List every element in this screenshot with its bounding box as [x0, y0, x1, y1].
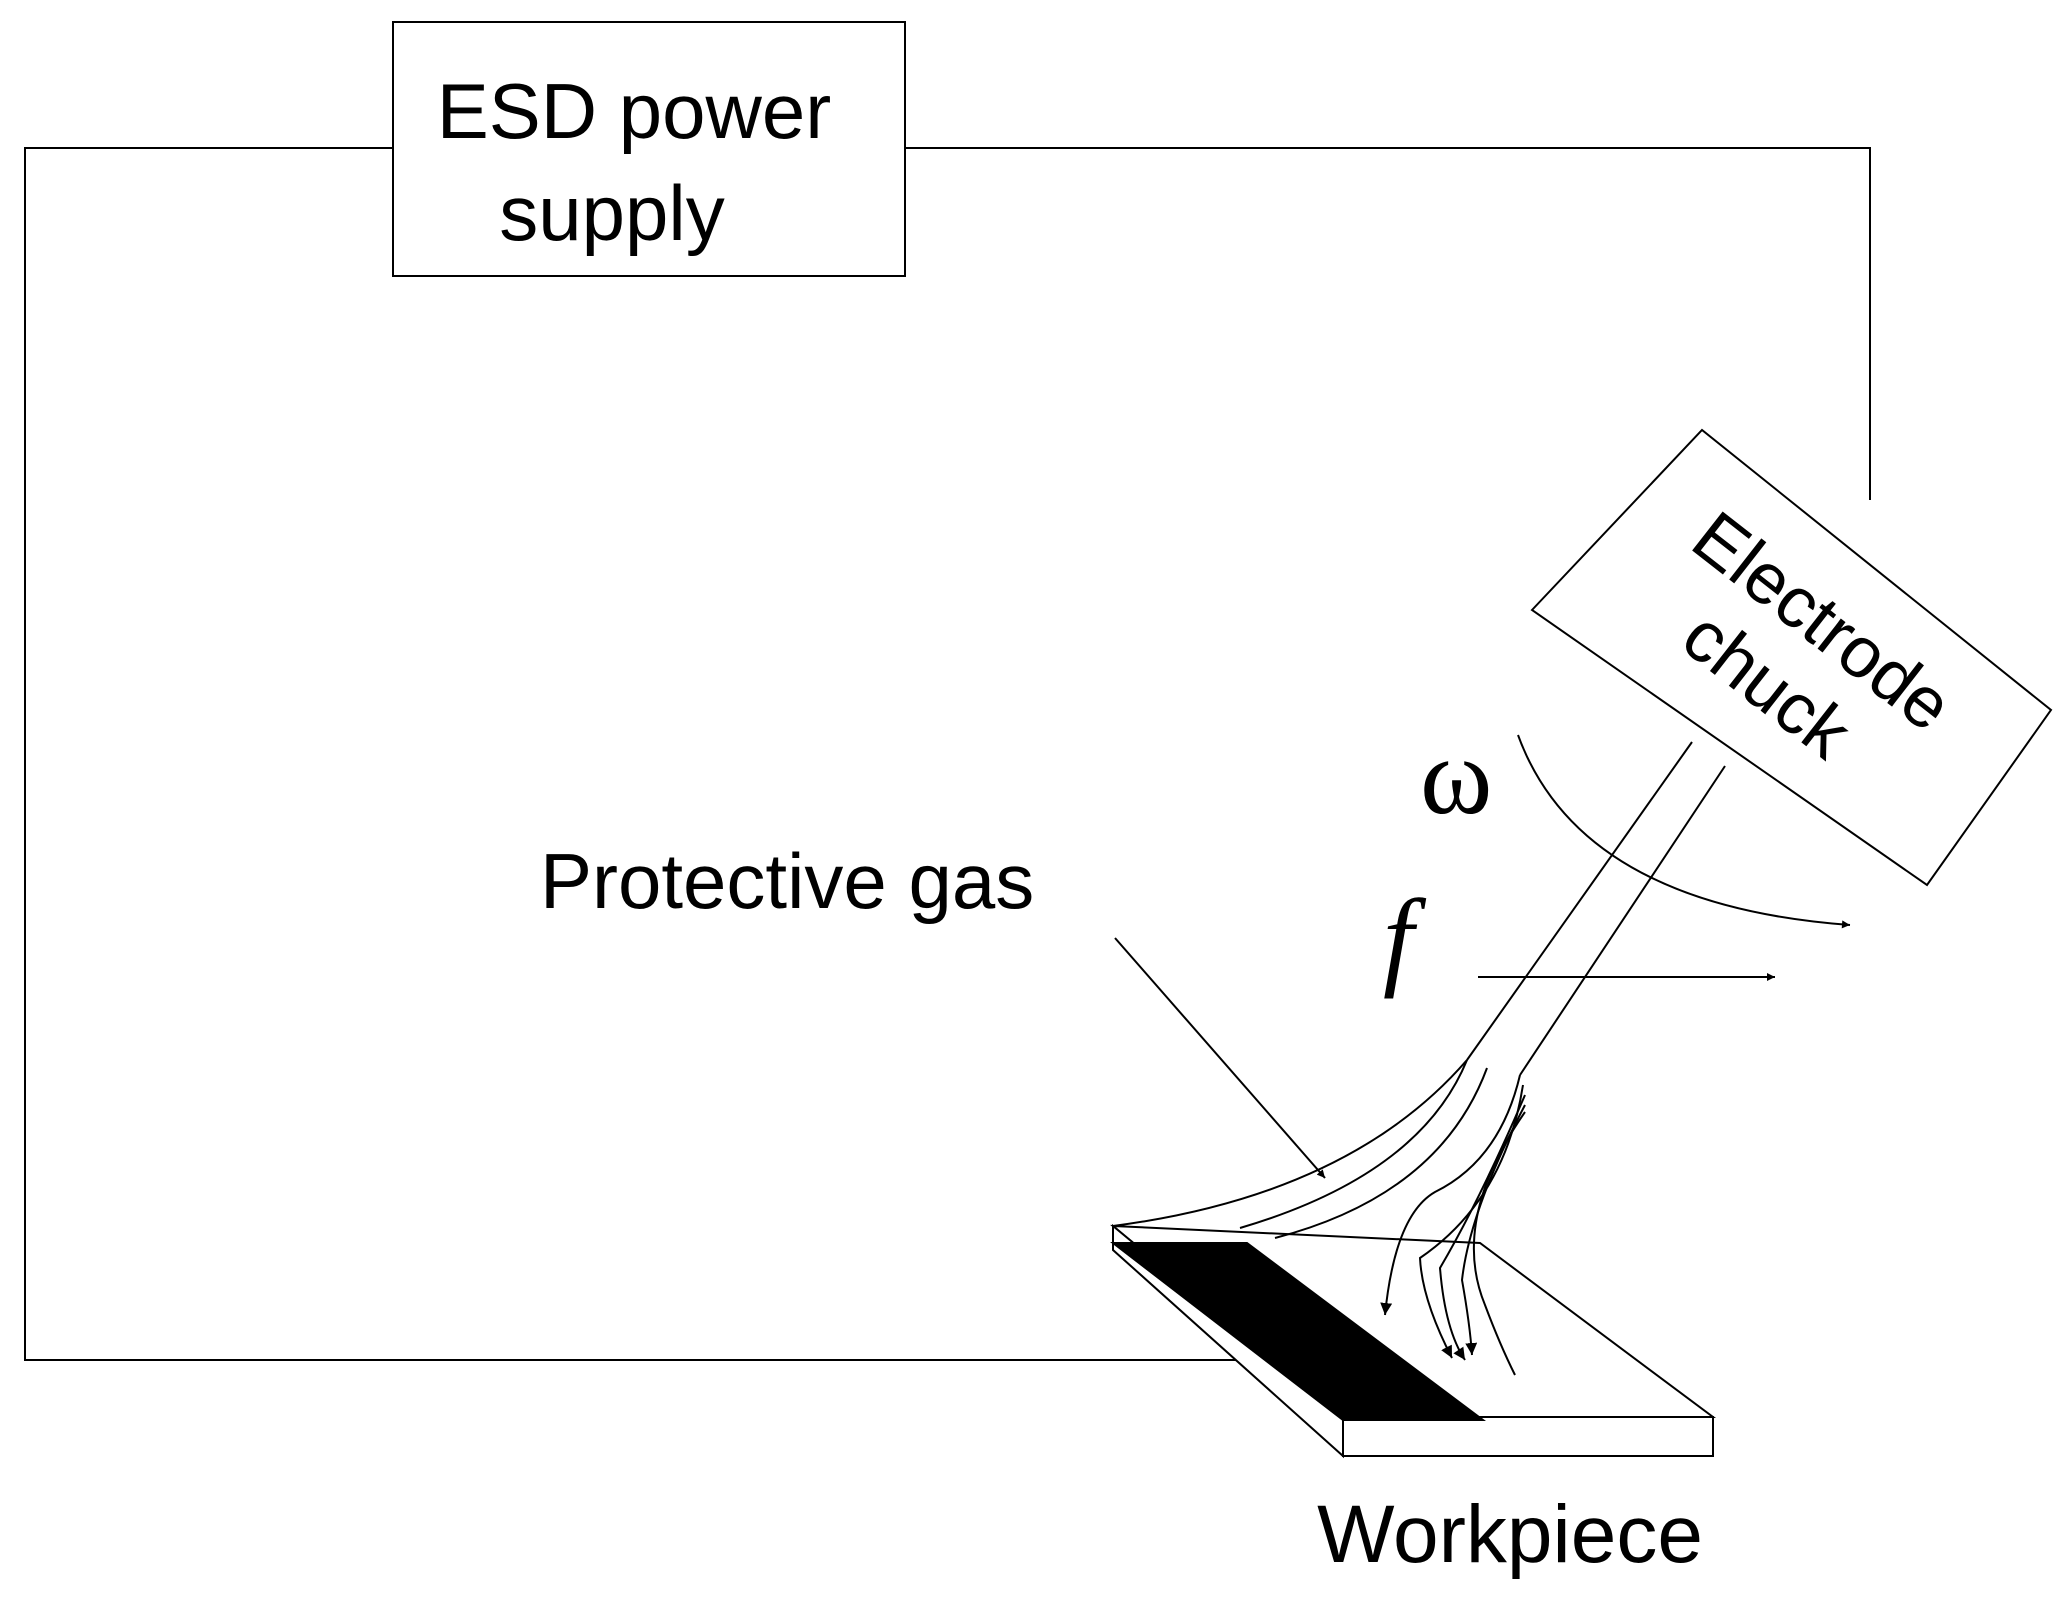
workpiece-label: Workpiece	[1317, 1489, 1703, 1580]
coating-layer	[1110, 1242, 1486, 1421]
gas-flow-lines	[1112, 1059, 1526, 1376]
protective-gas-pointer	[1114, 937, 1326, 1179]
protective-gas-label: Protective gas	[540, 837, 1034, 925]
circuit-wire	[24, 147, 1871, 1361]
electrode-chuck-box: Electrode chuck	[1530, 428, 2053, 887]
electrode-shaft	[1466, 741, 1726, 1076]
power-supply-label-line2: supply	[499, 169, 724, 257]
feed-symbol: f	[1383, 877, 1427, 999]
rotation-arrow	[1517, 734, 1851, 929]
esd-power-supply-box: ESD power supply	[392, 21, 906, 277]
power-supply-label-line1: ESD power	[437, 67, 832, 155]
omega-symbol: ω	[1420, 715, 1492, 837]
